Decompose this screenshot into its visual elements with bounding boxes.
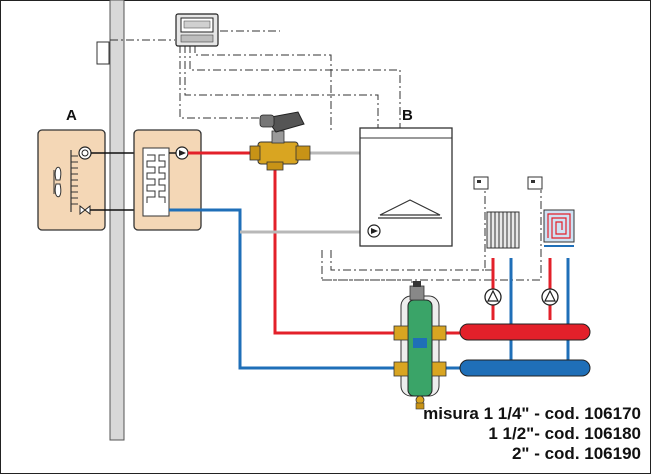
room-thermostat-icon (473, 176, 489, 190)
compressor-icon (78, 146, 92, 160)
cold-pipes (201, 208, 570, 370)
controller-icon (175, 13, 219, 47)
room-thermostat-2-icon (527, 176, 543, 190)
label-b: B (402, 107, 413, 124)
code-line-3: 2" - cod. 106190 (511, 444, 641, 463)
code-line-2: 1 1/2"- cod. 106180 (488, 424, 641, 443)
circuit-pump-1-icon (484, 288, 502, 306)
radiator-icon (486, 211, 520, 249)
refrigerant-lines (90, 152, 140, 211)
label-a: A (66, 107, 77, 124)
wall (109, 0, 125, 441)
code-line-1: misura 1 1/4" - cod. 106170 (423, 404, 641, 423)
boiler-pipes (240, 151, 362, 234)
indoor-hydronic-unit (133, 129, 202, 231)
mixing-valve-icon (249, 111, 311, 171)
underfloor-heating-icon (543, 209, 575, 243)
fan-icon (53, 166, 62, 198)
hot-manifold (459, 323, 591, 341)
cold-manifold (459, 359, 591, 377)
outdoor-sensor-icon (96, 41, 110, 65)
unit-b-boiler (359, 127, 453, 247)
hot-pipes (188, 151, 552, 335)
expansion-valve-icon (79, 204, 91, 216)
circuit-pump-2-icon (541, 288, 559, 306)
hydraulic-separator-icon (393, 281, 447, 410)
unit-a-outdoor (37, 129, 106, 231)
product-codes: misura 1 1/4" - cod. 106170 1 1/2"- cod.… (423, 404, 641, 464)
